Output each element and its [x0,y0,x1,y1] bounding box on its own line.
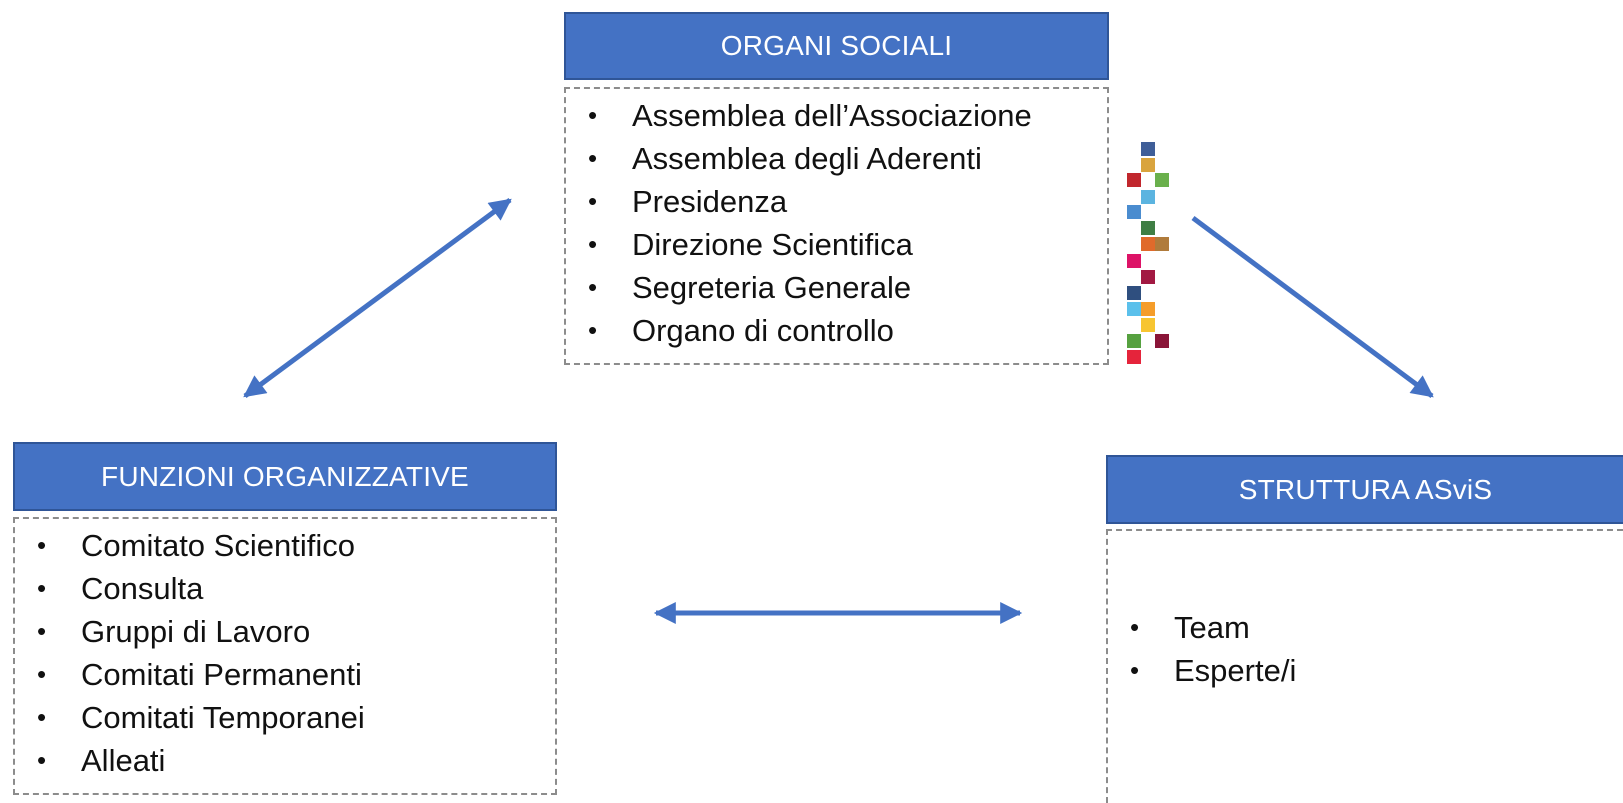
organi-sociali-header: ORGANI SOCIALI [564,12,1109,80]
list-item: Presidenza [588,180,1032,223]
list-item: Comitati Permanenti [37,653,365,696]
list-item: Direzione Scientifica [588,223,1032,266]
mosaic-square [1127,334,1141,348]
arrow-organi-funzioni [243,197,512,399]
organi-sociali-box: Assemblea dell’Associazione Assemblea de… [564,87,1109,365]
mosaic-square [1127,254,1141,268]
struttura-asvis-list: Team Esperte/i [1130,606,1296,692]
mosaic-square [1127,302,1141,316]
mosaic-square [1141,142,1155,156]
funzioni-organizzative-list: Comitato Scientifico Consulta Gruppi di … [37,524,365,782]
mosaic-square [1141,221,1155,235]
mosaic-square [1141,270,1155,284]
organi-sociali-list: Assemblea dell’Associazione Assemblea de… [588,94,1032,352]
mosaic-square [1141,302,1155,316]
mosaic-square [1141,318,1155,332]
list-item: Comitati Temporanei [37,696,365,739]
struttura-asvis-title: STRUTTURA ASviS [1238,473,1493,505]
mosaic-square [1155,237,1169,251]
mosaic-square [1141,237,1155,251]
struttura-asvis-header: STRUTTURA ASviS [1106,455,1623,524]
funzioni-organizzative-header: FUNZIONI ORGANIZZATIVE [13,442,557,511]
mosaic-square [1127,205,1141,219]
list-item: Gruppi di Lavoro [37,610,365,653]
list-item: Esperte/i [1130,649,1296,692]
mosaic-square [1141,190,1155,204]
list-item: Assemblea dell’Associazione [588,94,1032,137]
arrow-organi-struttura [1191,215,1434,399]
mosaic-square [1127,350,1141,364]
list-item: Organo di controllo [588,309,1032,352]
struttura-asvis-box: Team Esperte/i [1106,529,1623,803]
mosaic-square [1127,173,1141,187]
organi-sociali-title: ORGANI SOCIALI [720,30,953,61]
mosaic-square [1141,158,1155,172]
mosaic-square [1127,286,1141,300]
list-item: Segreteria Generale [588,266,1032,309]
funzioni-organizzative-title: FUNZIONI ORGANIZZATIVE [101,460,469,492]
mosaic-square [1155,173,1169,187]
funzioni-organizzative-box: Comitato Scientifico Consulta Gruppi di … [13,517,557,795]
list-item: Comitato Scientifico [37,524,365,567]
list-item: Consulta [37,567,365,610]
list-item: Alleati [37,739,365,782]
list-item: Team [1130,606,1296,649]
list-item: Assemblea degli Aderenti [588,137,1032,180]
mosaic-square [1155,334,1169,348]
